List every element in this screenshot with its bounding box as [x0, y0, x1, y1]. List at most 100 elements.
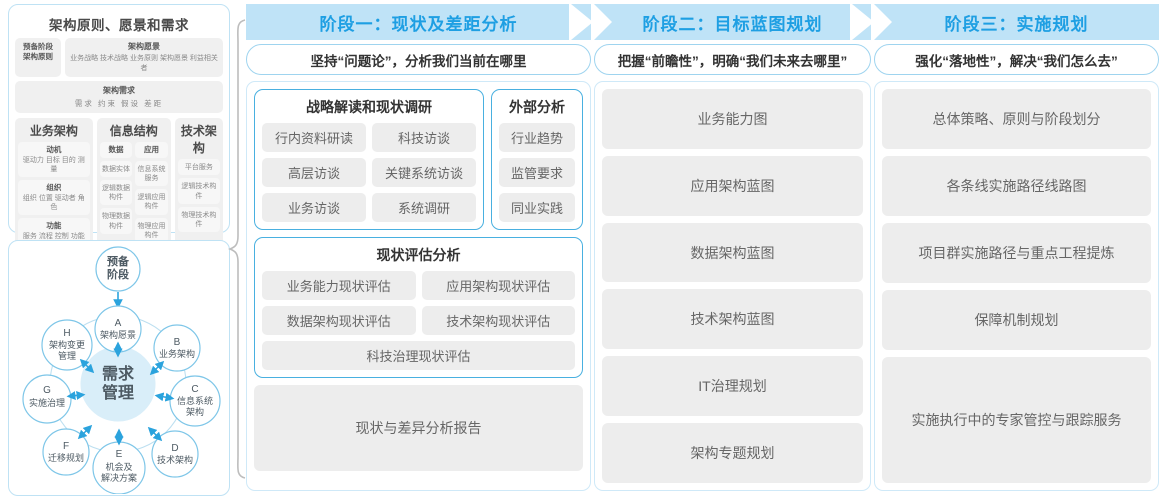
togaf-cell-logical-data-sub: 逻辑数据构件 [101, 185, 130, 202]
chip-data-arch-assessment[interactable]: 数据架构现状评估 [262, 306, 416, 335]
stage-3-body: 总体策略、原则与阶段划分 各条线实施路径线路图 项目群实施路径与重点工程提炼 保… [874, 81, 1159, 491]
svg-text:迁移规划: 迁移规划 [48, 452, 84, 463]
togaf-column-information-head: 信息结构 [109, 124, 158, 139]
svg-text:架构愿景: 架构愿景 [100, 329, 136, 340]
assessment-row-1: 业务能力现状评估 应用架构现状评估 [262, 271, 575, 300]
togaf-cell-organization-sub: 组织 位置 驱动者 角色 [22, 195, 85, 212]
svg-text:E: E [116, 449, 123, 460]
stage-3: 阶段三：实施规划 强化“落地性”，解决“我们怎么去” 总体策略、原则与阶段划分 … [874, 4, 1159, 491]
togaf-column-technology: 技术架构 平台服务 逻辑技术构件 物理技术构件 [174, 118, 223, 248]
chip-gap-analysis-report[interactable]: 现状与差异分析报告 [254, 385, 583, 471]
togaf-prep-box: 预备阶段 架构原则 [15, 38, 61, 78]
current-state-assessment-card: 现状评估分析 业务能力现状评估 应用架构现状评估 数据架构现状评估 技术架构现状… [254, 237, 583, 378]
chip-application-arch-blueprint[interactable]: 应用架构蓝图 [602, 155, 863, 216]
chip-tech-arch-assessment[interactable]: 技术架构现状评估 [421, 306, 575, 335]
chip-application-arch-assessment[interactable]: 应用架构现状评估 [421, 271, 575, 300]
togaf-cell-function-title: 功能 [46, 221, 62, 231]
chip-business-capability-map[interactable]: 业务能力图 [602, 89, 863, 149]
external-analysis-card: 外部分析 行业趋势 监管要求 同业实践 [491, 89, 583, 230]
togaf-info-app-group: 应用 信息系统服务 逻辑应用构件 物理应用构件 [135, 142, 168, 243]
togaf-requirement-title: 架构需求 [103, 86, 135, 96]
togaf-cell-is-service: 信息系统服务 [135, 161, 168, 187]
adm-cycle-svg: 需求 管理 预备 阶段 A 架构愿景 B 业务架构 C [22, 246, 221, 494]
strategy-research-row-3: 业务访谈 系统调研 [262, 193, 476, 222]
chip-assurance-mechanism-plan[interactable]: 保障机制规划 [882, 290, 1151, 350]
chevron-separator-2-icon [850, 4, 874, 40]
svg-text:机会及: 机会及 [105, 461, 132, 472]
chip-tech-arch-blueprint[interactable]: 技术架构蓝图 [602, 289, 863, 350]
svg-text:D: D [171, 443, 178, 454]
chip-system-survey[interactable]: 系统调研 [372, 193, 476, 222]
stage-2: 阶段二：目标蓝图规划 把握“前瞻性”，明确“我们未来去哪里” 业务能力图 应用架… [594, 4, 871, 491]
chip-key-system-interview[interactable]: 关键系统访谈 [372, 158, 476, 187]
chip-it-governance-assessment[interactable]: 科技治理现状评估 [262, 341, 575, 370]
chip-business-interview[interactable]: 业务访谈 [262, 193, 366, 222]
stage-3-subtitle: 强化“落地性”，解决“我们怎么去” [874, 44, 1159, 75]
chip-business-capability-assessment[interactable]: 业务能力现状评估 [262, 271, 416, 300]
togaf-column-business-head: 业务架构 [29, 124, 78, 139]
togaf-column-information: 信息结构 数据 数据实体 逻辑数据构件 [96, 118, 171, 248]
togaf-content-framework-panel: 架构原则、愿景和需求 预备阶段 架构原则 架构愿景 业务战略 技术战略 业务原则… [8, 4, 230, 294]
strategy-research-card-wrap: 战略解读和现状调研 行内资料研读 科技访谈 高层访谈 关键系统访谈 业务访谈 系… [254, 89, 484, 230]
togaf-cell-physical-data: 物理数据构件 [99, 208, 133, 234]
togaf-cell-logical-app: 逻辑应用构件 [135, 189, 168, 215]
chip-peer-practice[interactable]: 同业实践 [499, 193, 575, 222]
togaf-cell-logical-tech-sub: 逻辑技术构件 [181, 183, 217, 200]
svg-text:G: G [43, 385, 51, 396]
togaf-info-data-group: 数据 数据实体 逻辑数据构件 物理数据构件 [99, 142, 133, 242]
togaf-cell-data-entity-sub: 数据实体 [101, 166, 130, 174]
chip-overall-strategy-principles[interactable]: 总体策略、原则与阶段划分 [882, 89, 1151, 149]
strategy-research-row-2: 高层访谈 关键系统访谈 [262, 158, 476, 187]
svg-text:C: C [191, 384, 198, 395]
togaf-cell-data: 数据 [99, 142, 133, 159]
togaf-cell-application: 应用 [135, 142, 168, 159]
togaf-vision-sub: 业务战略 技术战略 业务原则 架构愿景 利益相关者 [70, 55, 218, 73]
togaf-cell-platform-service: 平台服务 [177, 159, 220, 176]
togaf-adm-cycle-panel: 需求 管理 预备 阶段 A 架构愿景 B 业务架构 C [8, 240, 230, 496]
svg-text:信息系统: 信息系统 [177, 395, 213, 406]
togaf-cell-application-title: 应用 [143, 145, 159, 155]
togaf-cell-function: 功能 服务 流程 控制 功能 [18, 218, 90, 245]
chip-it-governance-plan[interactable]: IT治理规划 [602, 356, 863, 417]
chip-tech-interview[interactable]: 科技访谈 [372, 123, 476, 152]
stage-2-subtitle: 把握“前瞻性”，明确“我们未来去哪里” [594, 44, 871, 75]
stage-1-header: 阶段一：现状及差距分析 [246, 4, 591, 40]
external-analysis-title: 外部分析 [509, 99, 565, 115]
chip-line-implementation-roadmap[interactable]: 各条线实施路径线路图 [882, 156, 1151, 216]
svg-text:H: H [63, 328, 70, 339]
togaf-cell-organization-title: 组织 [46, 183, 62, 193]
assessment-row-3: 科技治理现状评估 [262, 341, 575, 370]
togaf-cell-physical-data-sub: 物理数据构件 [101, 213, 130, 230]
chip-data-arch-blueprint[interactable]: 数据架构蓝图 [602, 222, 863, 283]
stage-1: 阶段一：现状及差距分析 坚持“问题论”，分析我们当前在哪里 战略解读和现状调研 … [246, 4, 591, 491]
togaf-cell-physical-app-sub: 物理应用构件 [137, 222, 166, 239]
togaf-cell-physical-tech-sub: 物理技术构件 [181, 211, 217, 228]
chip-program-path-key-projects[interactable]: 项目群实施路径与重点工程提炼 [882, 223, 1151, 283]
togaf-requirement-box: 架构需求 需求 约束 假设 差距 [15, 81, 223, 114]
adm-prep-line1: 预备 [107, 254, 130, 268]
togaf-cell-platform-service-sub: 平台服务 [184, 164, 213, 172]
stage-1-top-row: 战略解读和现状调研 行内资料研读 科技访谈 高层访谈 关键系统访谈 业务访谈 系… [254, 89, 583, 230]
togaf-column-business: 业务架构 动机 驱动力 目标 目的 测量 组织 组织 位置 驱动者 角色 功能 … [15, 118, 93, 248]
togaf-cell-motivation-sub: 驱动力 目标 目的 测量 [22, 157, 85, 174]
chip-internal-doc-study[interactable]: 行内资料研读 [262, 123, 366, 152]
assessment-row-2: 数据架构现状评估 技术架构现状评估 [262, 306, 575, 335]
togaf-cell-is-service-sub: 信息系统服务 [137, 166, 166, 183]
togaf-row-vision: 预备阶段 架构原则 架构愿景 业务战略 技术战略 业务原则 架构愿景 利益相关者 [15, 38, 223, 78]
strategy-research-title: 战略解读和现状调研 [306, 99, 432, 115]
togaf-panel-title: 架构原则、愿景和需求 [49, 18, 189, 33]
chip-regulatory-requirement[interactable]: 监管要求 [499, 158, 575, 187]
togaf-cell-logical-tech: 逻辑技术构件 [177, 178, 220, 204]
svg-text:A: A [115, 318, 122, 329]
current-state-assessment-title: 现状评估分析 [376, 247, 461, 263]
chip-architecture-topic-plan[interactable]: 架构专题规划 [602, 423, 863, 483]
togaf-cell-motivation: 动机 驱动力 目标 目的 测量 [18, 142, 90, 178]
togaf-cell-physical-tech: 物理技术构件 [177, 206, 220, 232]
togaf-cell-motivation-title: 动机 [46, 145, 62, 155]
chip-executive-interview[interactable]: 高层访谈 [262, 158, 366, 187]
chip-industry-trend[interactable]: 行业趋势 [499, 123, 575, 152]
togaf-requirement-sub: 需求 约束 假设 差距 [74, 99, 164, 109]
togaf-cell-function-sub: 服务 流程 控制 功能 [22, 233, 85, 241]
chip-expert-control-tracking-service[interactable]: 实施执行中的专家管控与跟踪服务 [882, 357, 1151, 483]
